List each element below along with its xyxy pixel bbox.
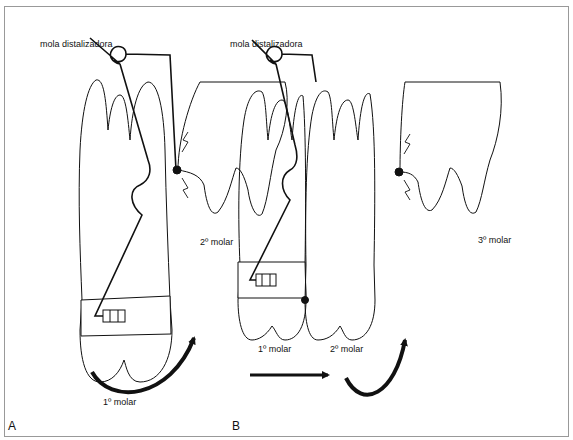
contact-point [302,297,309,304]
translation-arrow [250,374,328,377]
band [238,262,306,298]
contact-point [395,168,403,176]
force-mark [404,134,410,200]
third-molar [400,82,501,213]
panel-letter: A [8,420,16,433]
force-mark [182,132,188,198]
frame [5,7,569,437]
first-molar [238,91,306,340]
second-molar [178,82,287,215]
spring-label: mola distalizadora [230,40,303,50]
tooth-label: 3º molar [478,236,511,246]
tooth-label: 2º molar [330,345,363,355]
spring-wire [90,38,176,316]
contact-point [173,166,181,174]
second-molar [305,91,375,340]
tooth-label: 2º molar [200,238,233,248]
tooth-label: 1º molar [258,345,291,355]
tooth-label: 1º molar [103,398,136,408]
first-molar [79,80,172,382]
spring-label: mola distalizadora [40,40,113,50]
panel-letter: B [232,420,240,433]
bracket [103,310,125,322]
bracket [256,274,276,286]
rotation-arrow [92,338,194,392]
